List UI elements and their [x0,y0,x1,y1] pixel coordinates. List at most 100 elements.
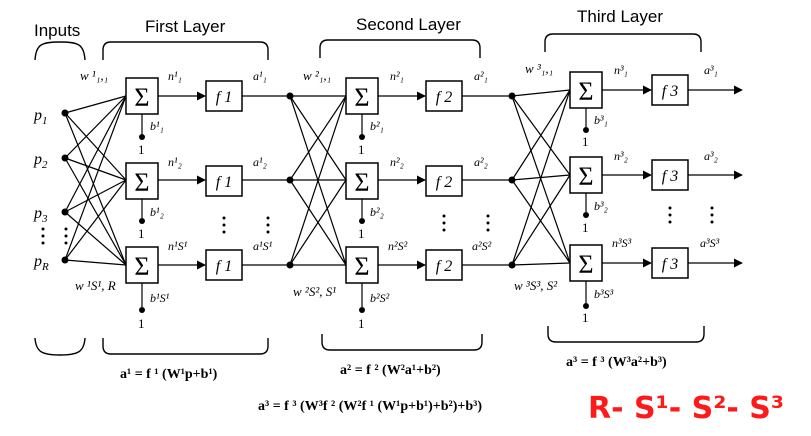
top-braces [34,33,702,61]
layer2-ellipsis [442,214,490,232]
layer2-neuron-2: Σ b²₂ 1 n²₂ f 2 a²₂ [345,155,516,241]
layer2-output-label-last: a²S² [472,239,492,253]
layer2-weight-top-label: w ²₁,₁ [303,68,331,83]
svg-text:p2: p2 [33,151,48,171]
svg-text:Σ: Σ [354,168,369,197]
layer3-output-label-2: a³₂ [704,149,718,163]
svg-text:p3: p3 [33,205,48,225]
first-layer-bottom-brace [102,338,269,355]
layer2-weight-bottom-label: w ²S², S¹ [293,284,336,299]
input-pR: pR [33,253,69,273]
second-layer-top-brace [319,39,481,58]
third-layer-header: Third Layer [577,7,663,26]
third-layer-top-brace [544,33,702,52]
layer3-weight-bottom-label: w ³S³, S² [514,278,558,293]
svg-text:1: 1 [358,142,365,157]
layer3-net-label-last: n³S³ [612,236,632,250]
layer1-output-label-1: a¹₁ [253,69,267,83]
handwritten-dimension-annotation: R- S¹- S²- S³ [588,391,784,426]
layer1-transfer-last: f 1 [216,258,232,275]
layer3-bias-label-2: b³₂ [594,199,608,213]
layer1-neuron-2: Σ b¹₂ 1 n¹₂ f 1 a¹₂ [125,155,294,241]
layer3-transfer-2: f 3 [662,168,678,185]
layer3-ellipsis [668,206,714,224]
layer1-equation: a¹ = f ¹ (W¹p+b¹) [120,367,218,382]
input-vertical-ellipsis [41,227,68,245]
second-layer-header: Second Layer [356,15,461,34]
input-p2: p2 [33,151,69,171]
svg-text:Σ: Σ [578,250,593,279]
input-weight-connections [64,95,127,266]
svg-text:Σ: Σ [134,252,149,281]
layer1-bias-label-2: b¹₂ [150,205,164,219]
layer2-equation: a² = f ² (W²a¹+b²) [340,363,441,378]
svg-text:pR: pR [33,253,49,273]
inputs-bottom-brace [34,337,86,356]
svg-text:1: 1 [358,316,365,331]
layer1: Σ b¹₁ 1 n¹₁ f 1 a¹₁ Σ b¹₂ 1 n¹₂ f 1 [125,69,294,331]
svg-text:Σ: Σ [354,83,369,112]
layer1-net-label-last: n¹S¹ [168,239,188,253]
layer1-weight-top-label: w ¹₁,₁ [80,68,108,83]
svg-text:Σ: Σ [354,252,369,281]
layer2-weight-connections [289,95,347,266]
layer3-transfer-last: f 3 [662,256,678,273]
layer2-output-label-2: a²₂ [474,155,488,169]
layer1-bias-label-1: b¹₁ [150,119,164,133]
layer2-transfer-last: f 2 [436,258,452,275]
layer1-transfer-2: f 1 [216,174,232,191]
layer3-equation: a³ = f ³ (W³a²+b³) [566,355,667,370]
first-layer-header: First Layer [145,17,226,36]
bias-input-one: 1 [138,142,145,157]
layer2-transfer-2: f 2 [436,174,452,191]
layer3-neuron-last: Σ b³S³ 1 n³S³ f 3 a³S³ [569,236,743,325]
layer2-bias-label-1: b²₁ [370,119,384,133]
bottom-braces [34,326,705,356]
layer1-neuron-1: Σ b¹₁ 1 n¹₁ f 1 a¹₁ [125,69,294,157]
layer3-weight-connections [511,89,571,266]
input-p3: p3 [33,205,69,225]
first-layer-top-brace [102,41,269,60]
layer3: Σ b³₁ 1 n³₁ f 3 a³₁ Σ b³₂ 1 n³₂ f 3 a³₂ [569,63,743,325]
inputs-header: Inputs [34,21,80,40]
third-layer-bottom-brace [547,326,705,343]
svg-text:Σ: Σ [578,77,593,106]
layer1-neuron-last: Σ b¹S¹ 1 n¹S¹ f 1 a¹S¹ [125,239,294,331]
layer3-bias-label-1: b³₁ [594,113,608,127]
svg-text:1: 1 [138,316,145,331]
svg-text:1: 1 [582,220,589,235]
layer2-transfer-1: f 2 [436,89,452,106]
layer2-output-label-1: a²₁ [474,69,488,83]
layer3-output-label-last: a³S³ [700,236,720,250]
layer1-bias-label-last: b¹S¹ [150,291,170,305]
layer2-neuron-1: Σ b²₁ 1 n²₁ f 2 a²₁ [345,69,516,157]
overall-equation: a³ = f ³ (W³f ² (W²f ¹ (W¹p+b¹)+b²)+b³) [258,399,482,414]
layer1-transfer-1: f 1 [216,89,232,106]
layer3-output-label-1: a³₁ [704,63,718,77]
layer2-bias-label-last: b²S² [370,291,390,305]
svg-text:1: 1 [138,226,145,241]
inputs-top-brace [34,41,86,61]
layer2-net-label-1: n²₁ [390,69,404,83]
layer3-weight-top-label: w ³₁,₁ [525,61,553,76]
layer1-net-label-2: n¹₂ [168,155,182,169]
layer3-net-label-2: n³₂ [614,149,628,163]
layer3-neuron-1: Σ b³₁ 1 n³₁ f 3 a³₁ [569,63,743,149]
sum-symbol: Σ [134,83,149,112]
layer1-ellipsis [222,216,270,234]
svg-text:1: 1 [358,226,365,241]
layer2-net-label-2: n²₂ [390,155,404,169]
layer3-neuron-2: Σ b³₂ 1 n³₂ f 3 a³₂ [569,149,743,235]
layer1-weight-bottom-label: w ¹S¹, R [75,278,116,293]
layer1-net-label-1: n¹₁ [168,69,182,83]
layer3-bias-label-last: b³S³ [594,287,614,301]
layer2-neuron-last: Σ b²S² 1 n²S² f 2 a²S² [345,239,516,331]
layer3-transfer-1: f 3 [662,83,678,100]
layer2-bias-label-2: b²₂ [370,205,384,219]
layer3-net-label-1: n³₁ [614,63,628,77]
svg-text:1: 1 [582,310,589,325]
svg-text:1: 1 [582,134,589,149]
input-nodes: p1 p2 p3 pR [33,107,69,273]
second-layer-bottom-brace [321,334,483,351]
